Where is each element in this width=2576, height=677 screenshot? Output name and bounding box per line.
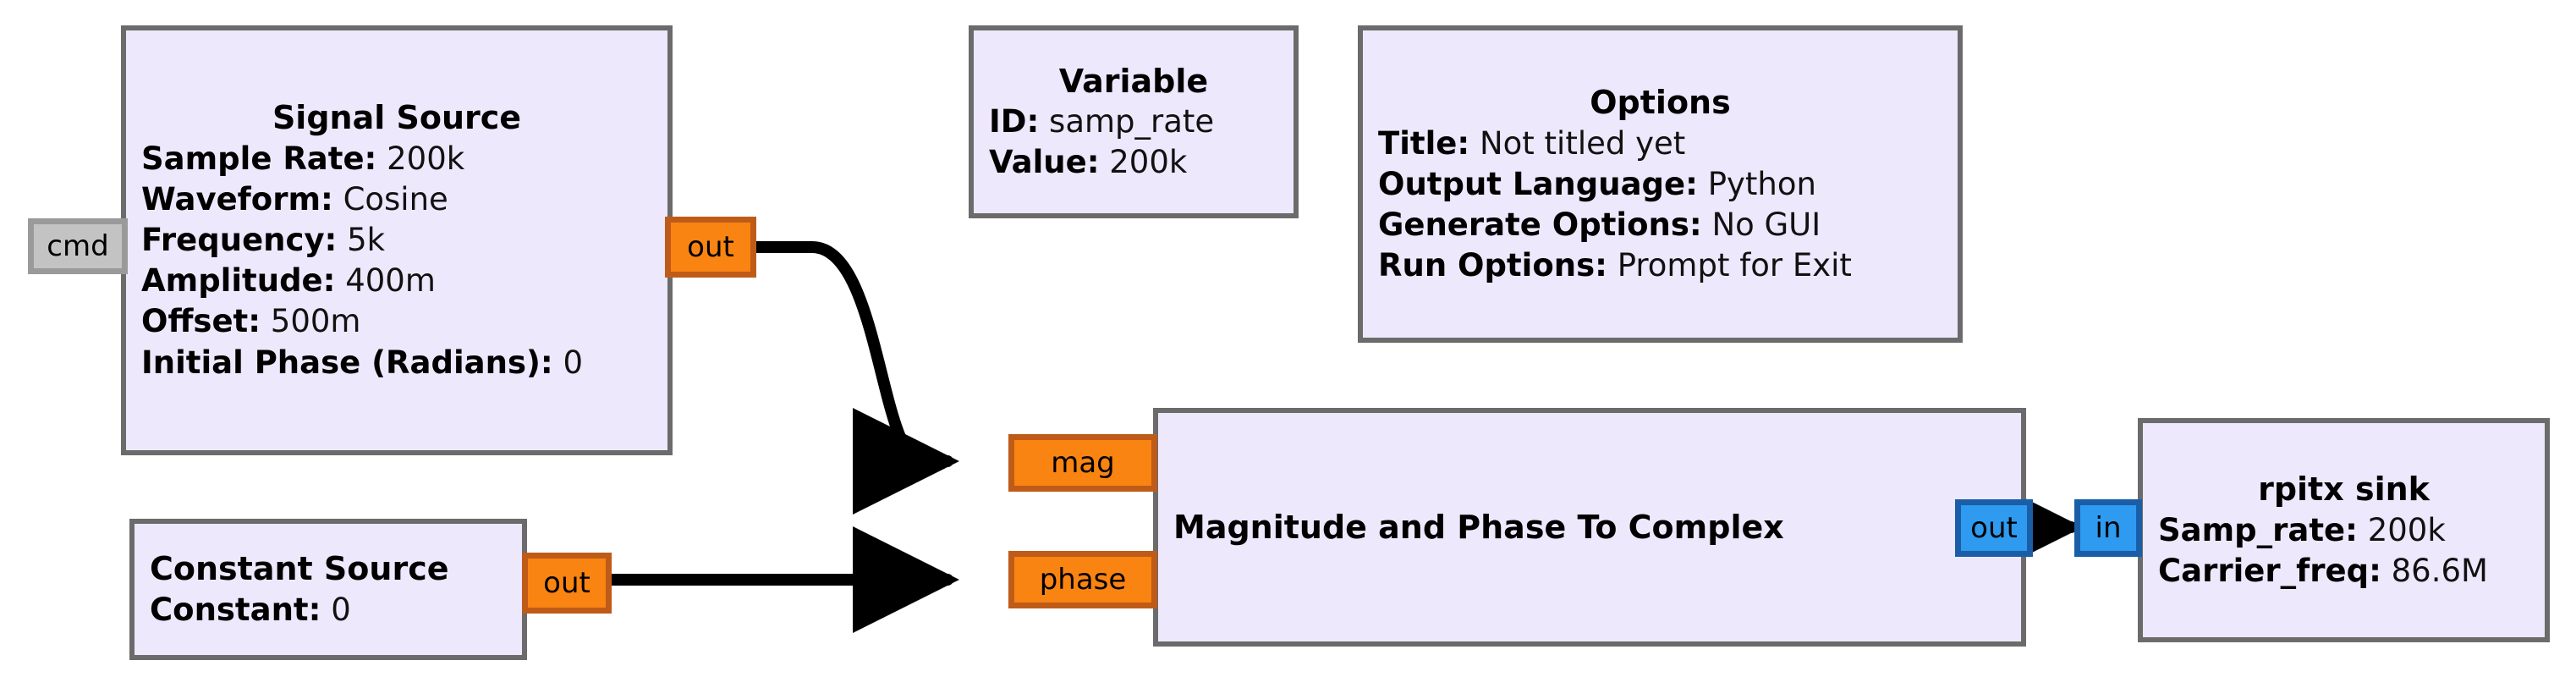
prop-constant: Constant: 0	[150, 590, 507, 630]
prop-value-row: Value: 200k	[989, 142, 1278, 183]
prop-key: Constant:	[150, 591, 321, 628]
port-mpc-mag[interactable]: mag	[1008, 434, 1157, 492]
port-signal-source-cmd[interactable]: cmd	[28, 218, 128, 274]
block-variable[interactable]: Variable ID: samp_rate Value: 200k	[969, 25, 1299, 218]
prop-value: samp_rate	[1049, 103, 1215, 140]
prop-frequency: Frequency: 5k	[141, 220, 652, 261]
prop-value: 200k	[1109, 144, 1188, 181]
prop-key: Initial Phase (Radians):	[141, 344, 553, 381]
prop-value: Python	[1707, 165, 1816, 202]
block-title-options: Options	[1590, 84, 1731, 121]
prop-output-language: Output Language: Python	[1378, 164, 1942, 205]
block-rpitx-sink[interactable]: rpitx sink Samp_rate: 200k Carrier_freq:…	[2138, 418, 2550, 642]
prop-id: ID: samp_rate	[989, 102, 1278, 142]
port-label: phase	[1039, 563, 1127, 597]
port-mpc-phase[interactable]: phase	[1008, 551, 1157, 608]
port-label: out	[687, 230, 734, 264]
prop-value: 500m	[270, 303, 361, 340]
block-constant-source[interactable]: Constant Source Constant: 0	[129, 519, 527, 660]
prop-generate-options: Generate Options: No GUI	[1378, 205, 1942, 245]
prop-run-options: Run Options: Prompt for Exit	[1378, 245, 1942, 286]
prop-initial-phase: Initial Phase (Radians): 0	[141, 343, 652, 383]
prop-value: Not titled yet	[1479, 124, 1686, 162]
block-title-constant-source: Constant Source	[150, 550, 449, 588]
prop-samp-rate: Samp_rate: 200k	[2158, 510, 2529, 551]
prop-value: 5k	[347, 222, 386, 259]
prop-value: Prompt for Exit	[1617, 246, 1852, 283]
prop-value: 0	[563, 344, 584, 381]
prop-key: Carrier_freq:	[2158, 552, 2381, 589]
prop-key: Generate Options:	[1378, 206, 1702, 243]
prop-value: 400m	[345, 262, 436, 300]
port-rpitx-in[interactable]: in	[2074, 499, 2142, 557]
port-label: out	[1970, 511, 2018, 545]
prop-value: No GUI	[1711, 206, 1821, 243]
port-label: mag	[1051, 446, 1115, 480]
prop-offset: Offset: 500m	[141, 301, 652, 342]
prop-carrier-freq: Carrier_freq: 86.6M	[2158, 551, 2529, 592]
prop-key: Run Options:	[1378, 246, 1607, 283]
block-title-rpitx-sink: rpitx sink	[2258, 471, 2430, 509]
prop-value: 200k	[387, 140, 465, 178]
connection-signal-source-to-mag[interactable]	[750, 241, 959, 515]
prop-value: 86.6M	[2391, 552, 2488, 589]
prop-key: Sample Rate:	[141, 140, 377, 178]
prop-key: Frequency:	[141, 222, 338, 259]
block-mag-phase-to-complex[interactable]: Magnitude and Phase To Complex	[1153, 408, 2026, 647]
prop-waveform: Waveform: Cosine	[141, 179, 652, 220]
prop-sample-rate: Sample Rate: 200k	[141, 139, 652, 179]
port-label: out	[543, 566, 590, 600]
prop-value: 0	[331, 591, 351, 628]
block-title-variable: Variable	[1058, 62, 1209, 100]
prop-key: Value:	[989, 144, 1100, 181]
prop-value: 200k	[2367, 511, 2446, 548]
block-title-signal-source: Signal Source	[272, 99, 522, 137]
prop-value: Cosine	[343, 181, 448, 218]
port-mpc-out[interactable]: out	[1955, 499, 2033, 557]
port-signal-source-out[interactable]: out	[665, 217, 756, 278]
prop-key: ID:	[989, 103, 1040, 140]
prop-key: Offset:	[141, 303, 261, 340]
prop-key: Samp_rate:	[2158, 511, 2358, 548]
prop-key: Amplitude:	[141, 262, 336, 300]
prop-key: Title:	[1378, 124, 1470, 162]
block-options[interactable]: Options Title: Not titled yet Output Lan…	[1358, 25, 1963, 343]
port-label: in	[2095, 511, 2122, 545]
prop-amplitude: Amplitude: 400m	[141, 261, 652, 301]
block-title-mag-phase-to-complex: Magnitude and Phase To Complex	[1173, 508, 1784, 546]
port-constant-source-out[interactable]: out	[522, 553, 612, 614]
prop-key: Waveform:	[141, 181, 333, 218]
block-signal-source[interactable]: Signal Source Sample Rate: 200k Waveform…	[121, 25, 673, 455]
prop-title: Title: Not titled yet	[1378, 124, 1942, 164]
prop-key: Output Language:	[1378, 165, 1698, 202]
port-label: cmd	[47, 229, 109, 263]
